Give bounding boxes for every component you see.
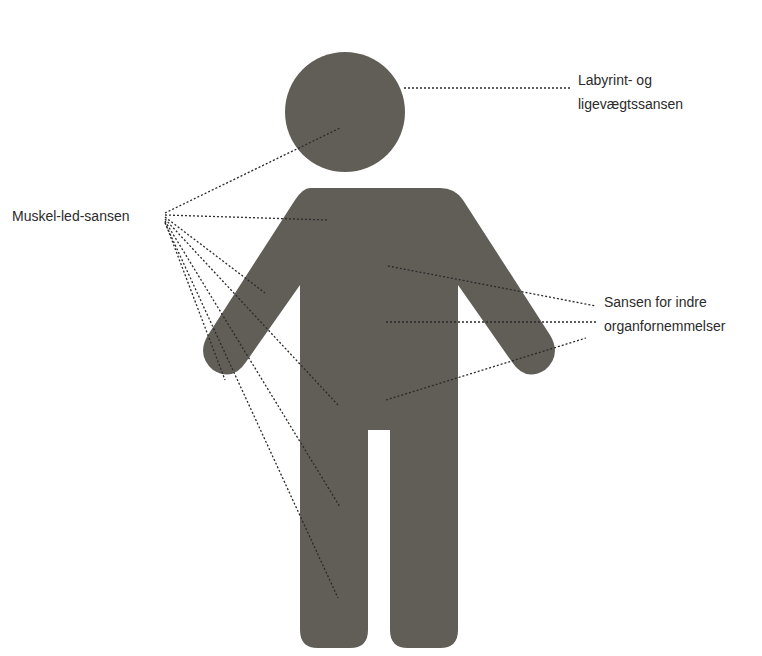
leader-line: [386, 338, 586, 400]
leader-line: [388, 266, 596, 306]
leader-line: [165, 223, 338, 598]
body-shape: [203, 188, 555, 648]
leader-line: [165, 219, 338, 405]
leader-line: [165, 222, 225, 380]
leader-line: [386, 321, 596, 322]
leader-line: [165, 221, 340, 507]
sense-label: Muskel-led-sansen: [12, 204, 172, 228]
sense-label: Labyrint- og ligevægtssansen: [578, 68, 698, 116]
head-shape: [285, 52, 405, 172]
sense-label: Sansen for indre organfornemmelser: [604, 290, 749, 338]
leader-line: [404, 87, 572, 88]
leader-line: [165, 128, 340, 213]
leader-line: [165, 215, 328, 220]
leader-lines: [165, 88, 596, 598]
leader-line: [165, 217, 265, 293]
